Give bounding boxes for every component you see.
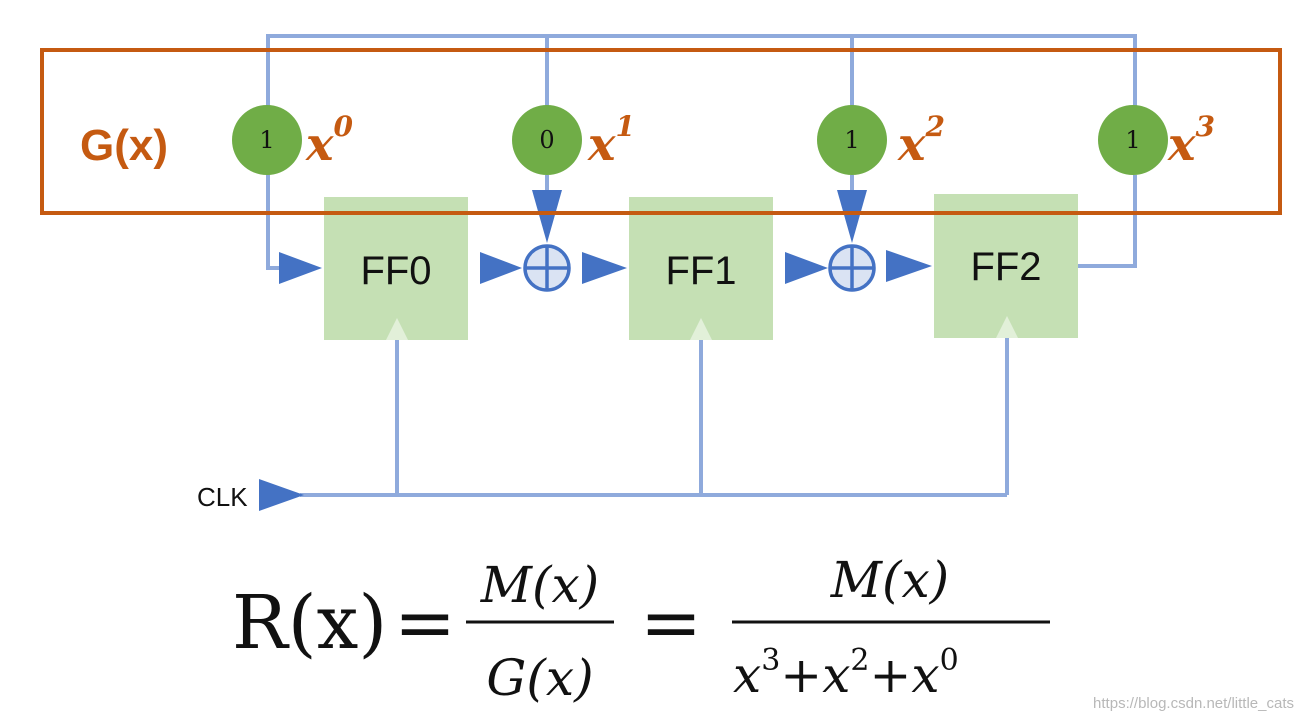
ff2-box: FF2 <box>934 194 1078 338</box>
formula-lhs: R(x) <box>232 580 387 666</box>
fraction2-numerator: M(x) <box>830 551 949 609</box>
tap-x1: 0 x1 <box>512 105 635 175</box>
coefficient-value: 1 <box>1125 126 1140 154</box>
xor-icon <box>523 244 571 292</box>
arrow-xor2-to-ff2-icon <box>886 250 932 282</box>
coefficient-value: 1 <box>844 126 859 154</box>
tap-x2: 1 x2 <box>817 105 945 175</box>
fraction2-denominator: x3+x2+x0 <box>733 643 959 704</box>
gx-polynomial-box <box>40 48 1282 215</box>
gx-label: G(x) <box>80 121 168 170</box>
arrow-tap-to-xor1-icon <box>532 190 562 243</box>
coefficient-value: 1 <box>259 126 274 154</box>
formula: R(x) = M(x) G(x) = M(x) x3+x2+x0 <box>232 551 1050 707</box>
tap-x0: 1 x0 <box>232 105 353 175</box>
clock-triangle-icon <box>690 318 712 340</box>
power-label: x1 <box>587 110 635 171</box>
fraction1-numerator: M(x) <box>480 556 599 614</box>
data-arrows <box>279 190 932 284</box>
xor-icon <box>828 244 876 292</box>
arrow-xor1-to-ff1-icon <box>582 252 627 284</box>
coefficient-taps: 1 x0 0 x1 1 x2 1 x3 <box>232 105 1215 175</box>
clock-lines <box>300 338 1009 497</box>
ff2-label: FF2 <box>970 245 1041 289</box>
coefficient-circle <box>232 105 302 175</box>
ff0-label: FF0 <box>360 249 431 293</box>
watermark: https://blog.csdn.net/little_cats <box>1093 695 1294 712</box>
coefficient-circle <box>1098 105 1168 175</box>
clock-triangle-icon <box>386 318 408 340</box>
clk-label: CLK <box>197 482 248 512</box>
equals-sign-1: = <box>394 580 456 666</box>
fraction1-denominator: G(x) <box>486 649 593 707</box>
clock-triangle-icon <box>996 316 1018 338</box>
tap-x3: 1 x3 <box>1098 105 1215 175</box>
ff2-output-line <box>1078 175 1137 268</box>
coefficient-circle <box>512 105 582 175</box>
power-label: x0 <box>305 110 353 171</box>
feedback-bus <box>266 34 1137 200</box>
xor-gates <box>523 244 876 292</box>
equals-sign-2: = <box>640 580 702 666</box>
coefficient-value: 0 <box>539 126 554 154</box>
arrow-ff0-to-xor1-icon <box>480 252 522 284</box>
clk-arrow-icon <box>259 479 304 511</box>
arrow-into-ff0-icon <box>279 252 322 284</box>
flip-flops: FF0 FF1 FF2 <box>324 194 1078 340</box>
ff1-label: FF1 <box>665 249 736 293</box>
power-label: x2 <box>897 110 945 171</box>
coefficient-circle <box>817 105 887 175</box>
arrow-tap-to-xor2-icon <box>837 190 867 243</box>
arrow-ff1-to-xor2-icon <box>785 252 828 284</box>
ff0-box: FF0 <box>324 197 468 340</box>
ff1-box: FF1 <box>629 197 773 340</box>
power-label: x3 <box>1167 110 1215 171</box>
